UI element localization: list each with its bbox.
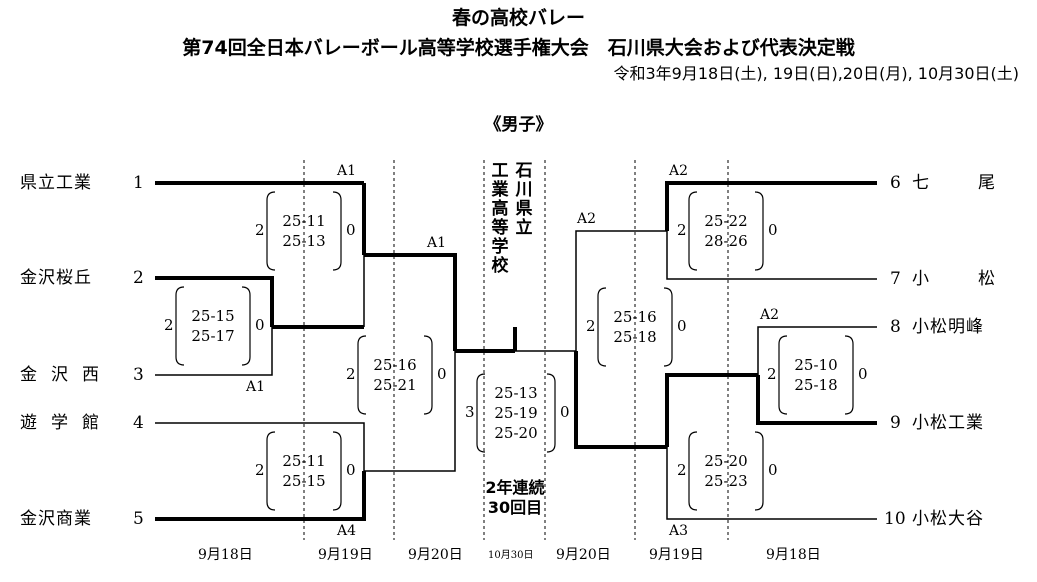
- date-left-round1: 9月18日: [198, 547, 253, 563]
- team-name-7: 小 松: [912, 269, 1000, 289]
- match8-right-wins: 0: [768, 461, 778, 479]
- venue-column-1: 工業高等学校: [491, 161, 509, 276]
- line-m2-winner: [364, 253, 457, 351]
- date-left-round3: 9月20日: [408, 547, 463, 563]
- final-set3: 25-20: [494, 424, 538, 442]
- match1-left-wins: 2: [164, 316, 174, 334]
- team-num-6: 6: [890, 173, 901, 193]
- team-name-9: 小松工業: [912, 413, 984, 433]
- team-name-1: 県立工業: [20, 173, 92, 193]
- team-name-5: 金沢商業: [20, 509, 92, 529]
- court-code-7: A2: [760, 307, 780, 323]
- match8-set1: 25-20: [704, 452, 748, 470]
- header-dates: 令和3年9月18日(土), 19日(日),20日(月), 10月30日(土): [613, 64, 1019, 83]
- match1-set1: 25-15: [191, 307, 235, 325]
- team-name-2: 金沢桜丘: [20, 268, 92, 288]
- match6-left-wins: 2: [677, 221, 687, 239]
- match9-set2: 25-18: [613, 328, 657, 346]
- match2-right-wins: 0: [346, 221, 356, 239]
- match1-set2: 25-17: [191, 327, 235, 345]
- line-team2: [155, 276, 274, 327]
- team-num-2: 2: [133, 268, 144, 288]
- team-name-4: 遊学館: [20, 413, 113, 433]
- line-m6-winner: [575, 230, 667, 351]
- court-code-8: A3: [669, 523, 689, 539]
- match3-right-wins: 0: [346, 461, 356, 479]
- court-code-6: A2: [577, 211, 597, 227]
- line-team4: [155, 422, 365, 471]
- court-code-5: A2: [669, 163, 689, 179]
- date-right-round1: 9月18日: [766, 547, 821, 563]
- court-code-1: A1: [337, 163, 357, 179]
- header-subtitle: 第74回全日本バレーボール高等学校選手権大会 石川県大会および代表決定戦: [182, 37, 855, 59]
- division-label: 《男子》: [484, 115, 553, 135]
- line-m3-winner: [364, 351, 456, 472]
- match3-left-wins: 2: [255, 461, 265, 479]
- team-name-8: 小松明峰: [912, 317, 984, 337]
- final-right-wins: 0: [560, 403, 570, 421]
- match9-set1: 25-16: [613, 308, 657, 326]
- team-num-7: 7: [890, 269, 901, 289]
- qualification-note-line2: 30回目: [487, 498, 543, 517]
- match8-left-wins: 2: [677, 461, 687, 479]
- team-name-6: 七 尾: [912, 173, 1000, 193]
- match2-left-wins: 2: [255, 221, 265, 239]
- line-m7-winner: [665, 373, 758, 447]
- match3-set2: 25-15: [282, 472, 326, 490]
- team-num-1: 1: [133, 173, 144, 193]
- line-team7: [666, 231, 877, 280]
- match2-set1: 25-11: [282, 212, 326, 230]
- match1-right-wins: 0: [255, 316, 265, 334]
- match3-set1: 25-11: [282, 452, 326, 470]
- header-title: 春の高校バレー: [451, 7, 585, 29]
- match4-set2: 25-21: [373, 376, 417, 394]
- team-num-10: 10: [884, 509, 906, 529]
- team-name-10: 小松大谷: [912, 509, 984, 529]
- line-team8: [757, 326, 877, 375]
- line-team9: [756, 375, 877, 425]
- match4-set1: 25-16: [373, 356, 417, 374]
- match7-set2: 25-18: [794, 376, 838, 394]
- match7-set1: 25-10: [794, 356, 838, 374]
- court-code-4: A1: [427, 235, 447, 251]
- team-num-4: 4: [133, 413, 144, 433]
- team-num-9: 9: [890, 413, 901, 433]
- match4-right-wins: 0: [437, 365, 447, 383]
- line-team6: [665, 181, 877, 231]
- match8-set2: 25-23: [704, 472, 748, 490]
- team-num-3: 3: [133, 365, 144, 385]
- court-code-2: A1: [246, 379, 266, 395]
- venue-column-2: 石川県立: [515, 161, 533, 238]
- final-left-wins: 3: [465, 403, 475, 421]
- date-right-round3: 9月20日: [556, 547, 611, 563]
- date-left-round2: 9月19日: [318, 547, 373, 563]
- court-code-3: A4: [337, 523, 357, 539]
- match6-right-wins: 0: [768, 221, 778, 239]
- date-final: 10月30日: [488, 550, 534, 561]
- match2-set2: 25-13: [282, 232, 326, 250]
- match6-set1: 25-22: [704, 212, 748, 230]
- date-right-round2: 9月19日: [649, 547, 704, 563]
- team-num-5: 5: [133, 509, 144, 529]
- line-m8-winner: [574, 351, 667, 449]
- match7-right-wins: 0: [858, 365, 868, 383]
- qualification-note-line1: 2年連続: [485, 478, 545, 497]
- line-team3: [155, 327, 273, 376]
- match9-left-wins: 2: [586, 317, 596, 335]
- match9-right-wins: 0: [677, 317, 687, 335]
- line-team5: [155, 471, 366, 521]
- team-num-8: 8: [890, 317, 901, 337]
- match6-set2: 28-26: [704, 232, 748, 250]
- team-name-3: 金沢西: [20, 365, 113, 385]
- match4-left-wins: 2: [346, 365, 356, 383]
- score-brackets: [175, 191, 854, 511]
- match7-left-wins: 2: [767, 365, 777, 383]
- final-set1: 25-13: [494, 384, 538, 402]
- final-set2: 25-19: [494, 404, 538, 422]
- line-team10: [666, 447, 877, 520]
